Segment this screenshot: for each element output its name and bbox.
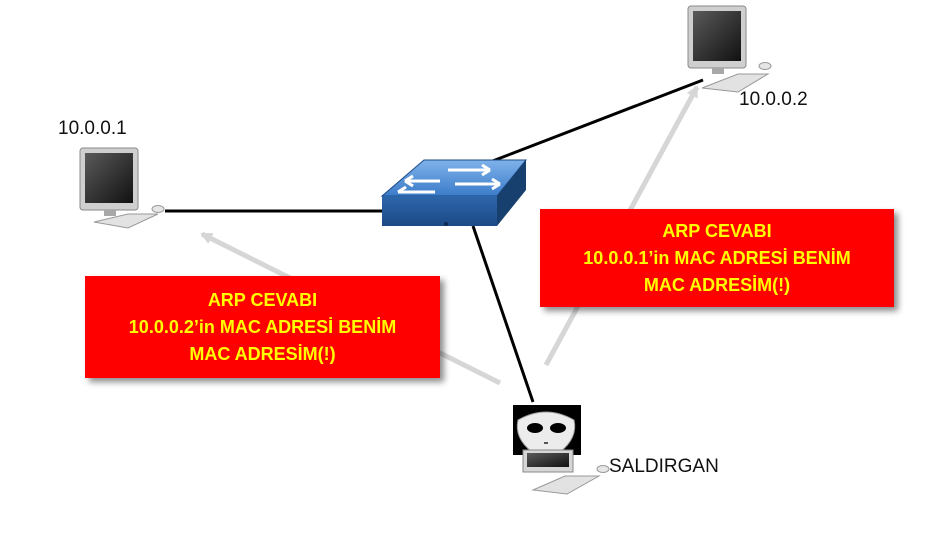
computer-icon-left bbox=[79, 147, 165, 229]
host-left-ip-label: 10.0.0.1 bbox=[58, 118, 127, 139]
callout-left-line3: MAC ADRESİM(!) bbox=[189, 343, 336, 364]
arp-reply-callout-right: ARP CEVABI 10.0.0.1’in MAC ADRESİ BENİM … bbox=[540, 209, 894, 307]
callout-right-line3: MAC ADRESİM(!) bbox=[643, 274, 791, 295]
callout-left-line2: 10.0.0.2’in MAC ADRESİ BENİM bbox=[128, 316, 397, 337]
host-right-ip-label: 10.0.0.2 bbox=[739, 89, 808, 110]
attacker-mask-icon bbox=[513, 405, 581, 456]
attacker-label: SALDIRGAN bbox=[609, 456, 719, 477]
callout-right-line2: 10.0.0.1’in MAC ADRESİ BENİM bbox=[583, 247, 851, 268]
computer-icon-right bbox=[687, 5, 772, 93]
arp-reply-callout-left: ARP CEVABI 10.0.0.2’in MAC ADRESİ BENİM … bbox=[85, 276, 440, 378]
callout-right-line1: ARP CEVABI bbox=[662, 220, 772, 241]
network-switch-icon bbox=[380, 159, 528, 226]
link-switch-attacker bbox=[471, 225, 535, 403]
computer-icon-attacker bbox=[522, 449, 610, 495]
callout-left-line1: ARP CEVABI bbox=[207, 289, 318, 310]
link-switch-host-right bbox=[489, 78, 704, 164]
